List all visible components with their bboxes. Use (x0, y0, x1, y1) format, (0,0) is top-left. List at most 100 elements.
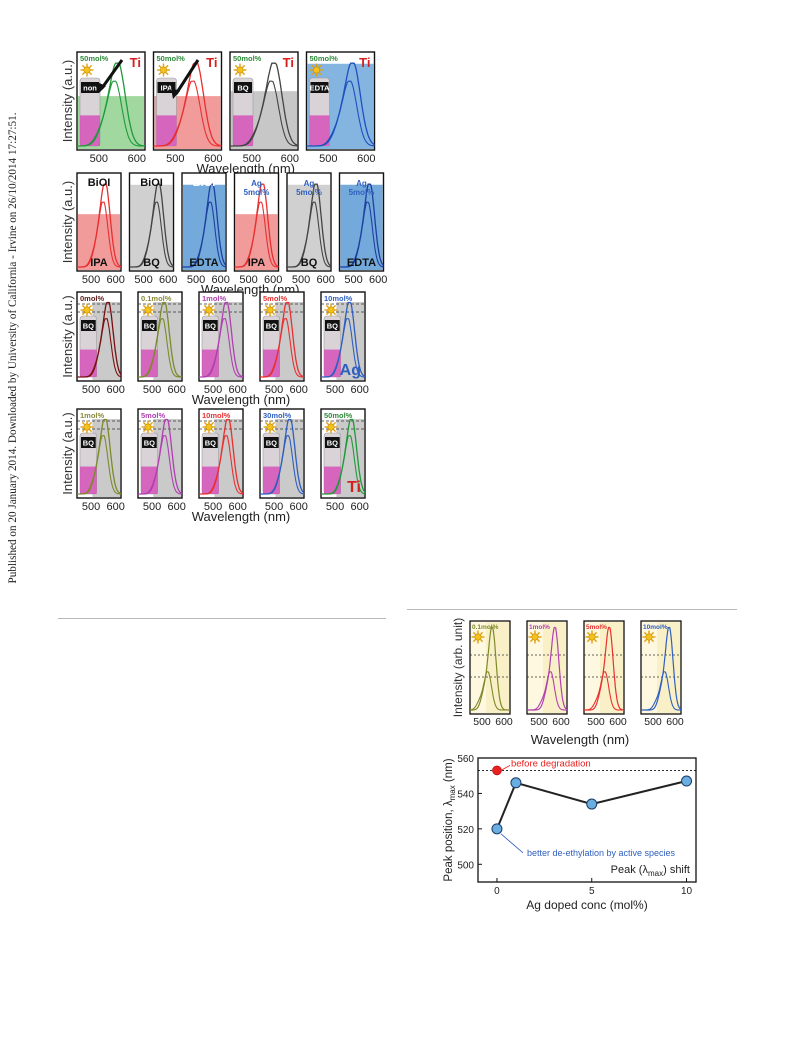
panel-top-label: BiOI (88, 177, 111, 189)
spectrum-curve-degraded (339, 201, 384, 268)
sun-ray (203, 428, 208, 433)
x-tick-label: 600 (229, 501, 247, 513)
y-axis-label: Intensity (a.u.) (60, 60, 75, 142)
spectrum-curve-degraded (287, 201, 331, 268)
sun-ray (203, 304, 208, 309)
sun-ray (158, 71, 162, 76)
sample-vial-photo: BQ (232, 77, 254, 147)
vial-label-text: BQ (144, 322, 155, 331)
sun-ray (81, 311, 86, 316)
vial-cap-label (203, 437, 218, 448)
sun-ray (325, 311, 330, 316)
sun-icon (263, 303, 277, 317)
sun-core (327, 306, 335, 314)
sun-ray (234, 64, 239, 69)
x-tick-label: 600 (357, 153, 375, 165)
sun-ray (88, 311, 93, 316)
vial-cap-label (264, 320, 279, 331)
x-tick-label: 600 (204, 153, 222, 165)
x-tick-label: 600 (351, 501, 369, 513)
spectrum-curve-degraded (199, 435, 243, 495)
spectrum-curve-degraded (321, 318, 366, 378)
concentration-label: 1mol% (80, 411, 105, 420)
spectrum-curve-initial (470, 626, 510, 711)
x-axis-label: Wavelength (nm) (192, 509, 291, 524)
sun-icon (141, 303, 155, 317)
vial-label-text: BQ (83, 439, 94, 448)
sun-core (266, 306, 274, 314)
data-point (510, 777, 522, 789)
concentration-label: 50mol% (233, 54, 262, 63)
sample-label: Ti (283, 55, 294, 70)
concentration-label: 5mol% (141, 411, 166, 420)
spectrum-curve-degraded (306, 80, 375, 147)
right-column-rule (407, 609, 737, 610)
sun-ray (311, 64, 315, 69)
sun-core (83, 306, 91, 314)
x-tick-label: 600 (351, 384, 369, 396)
vial-label-text: non (83, 84, 97, 93)
spectrum-curve-degraded (77, 435, 122, 495)
vial-cap-label (203, 320, 218, 331)
vial-label-text: BQ (205, 439, 216, 448)
x-tick-label: 500 (265, 501, 283, 513)
x-tick-label: 600 (107, 384, 125, 396)
sun-ray (643, 638, 648, 643)
sun-ray (586, 638, 591, 643)
x-tick-label: 5 (589, 886, 595, 897)
x-tick-label: 500 (344, 274, 362, 286)
sun-core (327, 423, 335, 431)
spectrum-curve-degraded (469, 671, 510, 711)
sun-ray (210, 428, 215, 433)
concentration-label: 0.1mol% (472, 624, 499, 631)
sun-ray (142, 311, 147, 316)
sun-ray (241, 71, 246, 76)
sun-icon (324, 420, 338, 434)
sun-ray (332, 311, 337, 316)
y-axis-label: Intensity (a.u.) (60, 181, 75, 263)
x-tick-label: 600 (281, 153, 299, 165)
x-tick-label: 600 (495, 716, 513, 728)
spectrum-curve-degraded (138, 318, 182, 378)
sun-ray (325, 421, 330, 426)
x-tick-label: 600 (290, 384, 308, 396)
vial-liquid (156, 115, 177, 146)
x-tick-label: 0 (494, 886, 500, 897)
sun-icon (233, 63, 247, 77)
vial-label-text: EDTA (310, 84, 330, 93)
sun-icon (585, 630, 599, 644)
sun-ray (264, 304, 269, 309)
sun-ray (81, 421, 86, 426)
x-tick-label: 500 (319, 153, 337, 165)
sun-icon (157, 63, 170, 77)
data-point (491, 823, 503, 835)
vial-cap-label (325, 320, 340, 331)
highlight-band (657, 622, 680, 713)
spectrum-curve-degraded (77, 318, 122, 378)
vial-liquid (233, 115, 253, 146)
sun-ray (234, 71, 239, 76)
sun-ray (149, 428, 154, 433)
series-label: Ti (347, 479, 361, 496)
sun-ray (529, 631, 534, 636)
highlight-band (543, 622, 566, 713)
x-tick-label: 500 (204, 501, 222, 513)
sun-icon (80, 303, 94, 317)
sun-ray (264, 421, 269, 426)
spectrum-curve-degraded (321, 435, 366, 495)
sun-ray (529, 638, 534, 643)
vial-label-text: BQ (266, 439, 277, 448)
panel-top-label: Ag (356, 179, 367, 188)
x-tick-label: 600 (107, 274, 125, 286)
x-tick-label: 500 (644, 716, 662, 728)
spectrum-curve-degraded (199, 318, 243, 378)
